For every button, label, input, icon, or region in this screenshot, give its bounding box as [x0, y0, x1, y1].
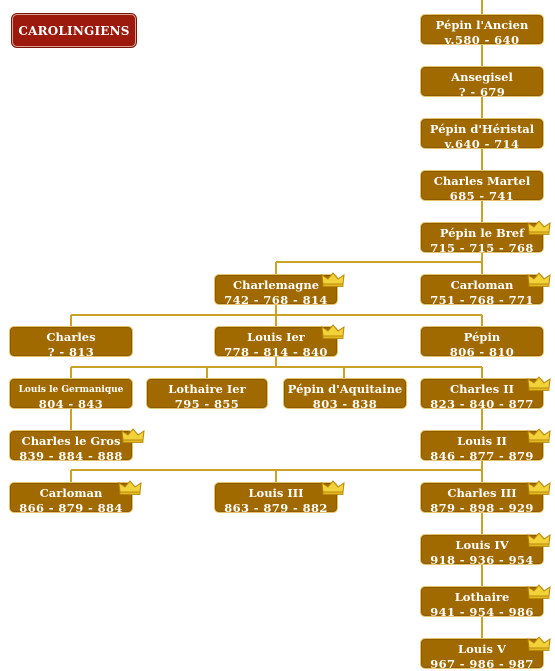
person-dates: v.580 - 640 — [444, 33, 520, 47]
person-charles-martel[interactable]: Charles Martel 685 - 741 — [420, 170, 544, 203]
person-charles-iii[interactable]: Charles III 879 - 898 - 929 — [420, 482, 544, 515]
person-name: Pépin d'Héristal — [429, 122, 535, 136]
person-name: Louis IV — [455, 538, 509, 552]
crown-icon — [527, 428, 551, 443]
person-name: Carloman — [39, 486, 103, 500]
person-name: Lothaire Ier — [168, 382, 246, 396]
person-name: Louis III — [248, 486, 304, 500]
crown-icon — [121, 428, 145, 443]
crown-icon — [118, 480, 142, 495]
person-pepin-d-heristal[interactable]: Pépin d'Héristal v.640 - 714 — [420, 118, 544, 151]
person-dates: 685 - 741 — [449, 189, 515, 203]
person-dates: v.640 - 714 — [444, 137, 520, 151]
person-name: Pépin l'Ancien — [435, 18, 529, 32]
person-lothaire[interactable]: Lothaire 941 - 954 - 986 — [420, 586, 544, 619]
crown-icon — [527, 376, 551, 391]
person-charles-ii[interactable]: Charles II 823 - 840 - 877 — [420, 378, 544, 411]
person-dates: 941 - 954 - 986 — [430, 605, 534, 619]
crown-icon — [527, 220, 551, 235]
person-louis-iii[interactable]: Louis III 863 - 879 - 882 — [214, 482, 338, 515]
person-louis-v[interactable]: Louis V 967 - 986 - 987 — [420, 638, 544, 671]
person-dates: ? - 813 — [47, 345, 95, 359]
person-name: Louis II — [457, 434, 507, 448]
person-dates: 918 - 936 - 954 — [430, 553, 534, 567]
person-lothaire-ier[interactable]: Lothaire Ier 795 - 855 — [146, 378, 268, 411]
person-charles-813[interactable]: Charles ? - 813 — [9, 326, 133, 359]
person-name: Lothaire — [454, 590, 510, 604]
person-dates: 778 - 814 - 840 — [224, 345, 328, 359]
person-louis-ier[interactable]: Louis Ier 778 - 814 - 840 — [214, 326, 338, 359]
person-carloman-866[interactable]: Carloman 866 - 879 - 884 — [9, 482, 133, 515]
person-name: Charles — [46, 330, 96, 344]
person-name: Pépin — [463, 330, 501, 344]
crown-icon — [527, 480, 551, 495]
person-name: Charlemagne — [232, 278, 320, 292]
person-dates: 795 - 855 — [174, 397, 240, 411]
person-pepin-810[interactable]: Pépin 806 - 810 — [420, 326, 544, 359]
person-charlemagne[interactable]: Charlemagne 742 - 768 - 814 — [214, 274, 338, 307]
person-charles-le-gros[interactable]: Charles le Gros 839 - 884 - 888 — [9, 430, 133, 463]
person-dates: 804 - 843 — [38, 397, 104, 411]
person-dates: 839 - 884 - 888 — [19, 449, 123, 463]
person-name: Charles II — [450, 382, 514, 396]
person-name: Charles le Gros — [21, 434, 121, 448]
person-name: Ansegisel — [451, 70, 513, 84]
person-name: Pépin d'Aquitaine — [287, 382, 403, 396]
crown-icon — [527, 636, 551, 651]
person-louis-le-germanique[interactable]: Louis le Germanique 804 - 843 — [9, 378, 133, 411]
person-pepin-d-aquitaine[interactable]: Pépin d'Aquitaine 803 - 838 — [283, 378, 407, 411]
person-louis-ii[interactable]: Louis II 846 - 877 - 879 — [420, 430, 544, 463]
person-name: Pépin le Bref — [439, 226, 525, 240]
person-dates: 863 - 879 - 882 — [224, 501, 328, 515]
crown-icon — [527, 584, 551, 599]
person-dates: 803 - 838 — [312, 397, 378, 411]
person-dates: 715 - 715 - 768 — [430, 241, 534, 255]
person-dates: 823 - 840 - 877 — [430, 397, 534, 411]
person-ansegisel[interactable]: Ansegisel ? - 679 — [420, 66, 544, 99]
crown-icon — [527, 532, 551, 547]
crown-icon — [321, 324, 345, 339]
person-dates: 742 - 768 - 814 — [224, 293, 328, 307]
person-dates: 751 - 768 - 771 — [430, 293, 534, 307]
person-dates: 866 - 879 - 884 — [19, 501, 123, 515]
person-dates: 846 - 877 - 879 — [430, 449, 534, 463]
person-name: Louis le Germanique — [18, 385, 124, 395]
person-dates: 879 - 898 - 929 — [430, 501, 534, 515]
person-name: Charles III — [447, 486, 517, 500]
person-name: Charles Martel — [433, 174, 531, 188]
person-pepin-le-bref[interactable]: Pépin le Bref 715 - 715 - 768 — [420, 222, 544, 255]
dynasty-title: CAROLINGIENS — [12, 14, 136, 47]
crown-icon — [321, 480, 345, 495]
crown-icon — [321, 272, 345, 287]
person-louis-iv[interactable]: Louis IV 918 - 936 - 954 — [420, 534, 544, 567]
crown-icon — [527, 272, 551, 287]
person-dates: 967 - 986 - 987 — [430, 657, 534, 671]
person-name: Carloman — [450, 278, 514, 292]
person-name: Louis Ier — [247, 330, 305, 344]
person-carloman-751[interactable]: Carloman 751 - 768 - 771 — [420, 274, 544, 307]
person-dates: ? - 679 — [458, 85, 506, 99]
person-pepin-l-ancien[interactable]: Pépin l'Ancien v.580 - 640 — [420, 14, 544, 47]
person-dates: 806 - 810 — [449, 345, 515, 359]
person-name: Louis V — [458, 642, 506, 656]
